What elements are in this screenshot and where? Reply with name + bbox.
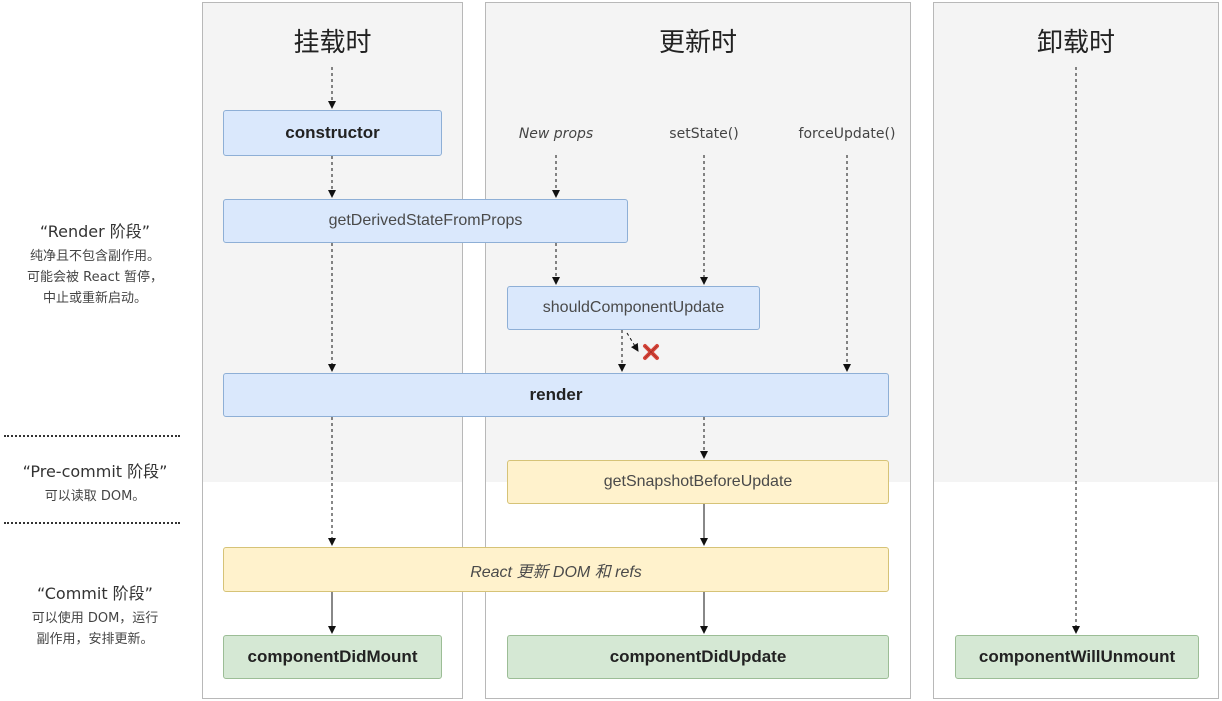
- commit-phase-desc-line: 可以使用 DOM，运行: [31, 611, 159, 626]
- constructor-node[interactable]: constructor: [223, 110, 442, 156]
- render-node[interactable]: render: [223, 373, 889, 417]
- render-phase-title: “Render 阶段”: [39, 222, 151, 241]
- commit-phase-desc: 可以使用 DOM，运行 副作用，安排更新。: [0, 608, 190, 650]
- render-phase-desc-line: 可能会被 React 暂停，: [27, 270, 163, 285]
- componentwillunmount-node[interactable]: componentWillUnmount: [955, 635, 1199, 679]
- render-phase-desc-line: 纯净且不包含副作用。: [29, 249, 160, 264]
- getsnapshotbeforeupdate-node[interactable]: getSnapshotBeforeUpdate: [507, 460, 889, 504]
- componentdidmount-node[interactable]: componentDidMount: [223, 635, 442, 679]
- getderivedstatefromprops-node[interactable]: getDerivedStateFromProps: [223, 199, 628, 243]
- precommit-phase-label: “Pre-commit 阶段” 可以读取 DOM。: [0, 458, 190, 507]
- phase-separator: [4, 522, 180, 524]
- update-column-title: 更新时: [658, 28, 737, 58]
- red-x-icon: [643, 344, 659, 360]
- trigger-set-state: setState(): [669, 126, 739, 142]
- shouldcomponentupdate-node[interactable]: shouldComponentUpdate: [507, 286, 760, 330]
- precommit-phase-title: “Pre-commit 阶段”: [22, 462, 168, 481]
- trigger-new-props: New props: [518, 126, 594, 142]
- commit-phase-title: “Commit 阶段”: [37, 584, 153, 603]
- componentdidupdate-node[interactable]: componentDidUpdate: [507, 635, 889, 679]
- arrow-shouldupdate-cancel: [626, 332, 639, 352]
- unmount-column-title: 卸载时: [1036, 28, 1115, 58]
- render-phase-label: “Render 阶段” 纯净且不包含副作用。 可能会被 React 暂停， 中止…: [0, 218, 190, 309]
- phase-separator: [4, 435, 180, 437]
- precommit-phase-desc: 可以读取 DOM。: [0, 486, 190, 507]
- commit-phase-desc-line: 副作用，安排更新。: [36, 632, 154, 647]
- trigger-force-update: forceUpdate(): [798, 126, 896, 142]
- render-phase-desc-line: 中止或重新启动。: [42, 291, 147, 306]
- render-phase-desc: 纯净且不包含副作用。 可能会被 React 暂停， 中止或重新启动。: [0, 246, 190, 309]
- precommit-phase-desc-line: 可以读取 DOM。: [44, 489, 146, 504]
- mount-column-title: 挂载时: [293, 28, 372, 58]
- commit-phase-label: “Commit 阶段” 可以使用 DOM，运行 副作用，安排更新。: [0, 580, 190, 650]
- react-update-dom-node[interactable]: React 更新 DOM 和 refs: [223, 547, 889, 592]
